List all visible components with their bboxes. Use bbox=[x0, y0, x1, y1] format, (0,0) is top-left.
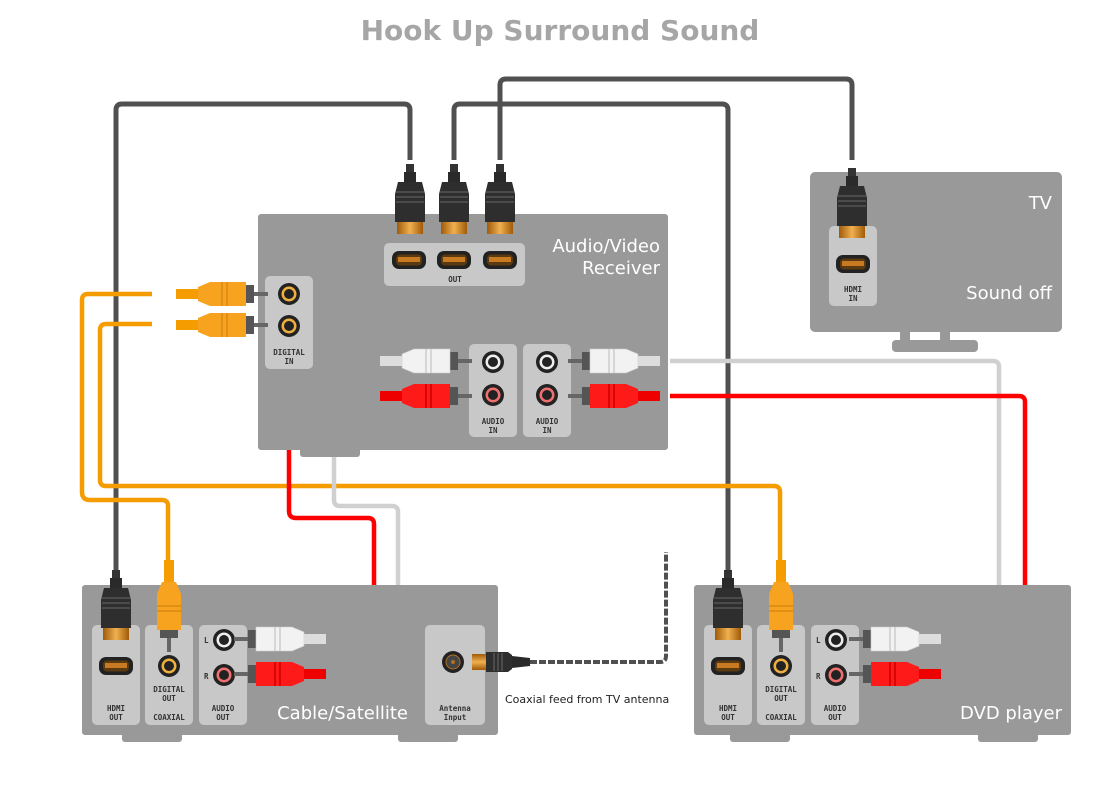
cable-right-label: R bbox=[204, 672, 209, 681]
hdmi-plug-icon bbox=[394, 163, 426, 235]
tv-hdmi-in-label-1: HDMI bbox=[844, 285, 862, 294]
antenna-plug-icon bbox=[472, 652, 530, 672]
tv-hdmi-in-panel: HDMI IN bbox=[829, 226, 877, 306]
coax-cable-dvd-to-receiver bbox=[97, 321, 783, 560]
cable-left-label: L bbox=[204, 636, 209, 645]
diagram-title: Hook Up Surround Sound bbox=[360, 14, 760, 47]
rca-port-red-icon[interactable] bbox=[213, 664, 235, 686]
hdmi-plug-icon bbox=[438, 163, 470, 235]
coaxial-cables bbox=[79, 291, 783, 560]
rca-port-white-icon[interactable] bbox=[213, 629, 235, 651]
antenna-port-icon[interactable] bbox=[442, 651, 464, 673]
tv[interactable]: TV Sound off HDMI IN bbox=[810, 167, 1062, 352]
receiver-hdmi-out-label: OUT bbox=[448, 275, 462, 284]
rca-port-red-icon[interactable] bbox=[536, 384, 558, 406]
receiver-digital-in-label-2: IN bbox=[284, 357, 294, 366]
dvd-player-name: DVD player bbox=[960, 703, 1063, 724]
receiver-audio-in-a-label-1: AUDIO bbox=[482, 417, 505, 426]
hdmi-plug-icon bbox=[712, 569, 744, 641]
rca-port-red-icon[interactable] bbox=[482, 384, 504, 406]
cable-digital-out-label-1: DIGITAL bbox=[153, 685, 185, 694]
dvd-audio-out-label-2: OUT bbox=[828, 713, 842, 722]
hdmi-cable-cable-to-receiver bbox=[113, 101, 413, 575]
receiver-audio-in-b-label-1: AUDIO bbox=[536, 417, 559, 426]
receiver-digital-in-panel: DIGITAL IN bbox=[265, 276, 313, 369]
dvd-left-label: L bbox=[816, 636, 821, 645]
receiver-audio-in-a-label-2: IN bbox=[488, 426, 498, 435]
hdmi-port-icon[interactable] bbox=[392, 251, 426, 269]
rca-port-red-icon[interactable] bbox=[825, 664, 847, 686]
cable-hdmi-out-panel: HDMI OUT bbox=[92, 625, 140, 725]
cable-audio-out-label-2: OUT bbox=[216, 713, 230, 722]
tv-hdmi-in-label-2: IN bbox=[848, 294, 858, 303]
cable-digital-out-panel: DIGITAL OUT COAXIAL bbox=[145, 625, 193, 725]
hdmi-plug-icon bbox=[484, 163, 516, 235]
hdmi-port-icon[interactable] bbox=[483, 251, 517, 269]
receiver-name-line2: Receiver bbox=[582, 258, 660, 279]
cable-audio-out-panel: L R AUDIO OUT bbox=[199, 625, 247, 725]
cable-satellite-box[interactable]: Cable/Satellite HDMI OUT DIGITAL OUT COA… bbox=[82, 559, 530, 742]
rca-plug-orange-icon bbox=[175, 281, 269, 307]
receiver-audio-in-panel-a: AUDIO IN bbox=[469, 344, 517, 437]
receiver-digital-in-label-1: DIGITAL bbox=[273, 348, 305, 357]
coaxial-port-icon[interactable] bbox=[770, 655, 792, 677]
receiver-audio-in-b-label-2: IN bbox=[542, 426, 552, 435]
tv-name: TV bbox=[1028, 193, 1053, 214]
rca-plug-orange-icon bbox=[175, 312, 269, 338]
coaxial-port-icon[interactable] bbox=[278, 315, 300, 337]
cable-audio-out-label-1: AUDIO bbox=[212, 704, 235, 713]
cable-hdmi-out-label-1: HDMI bbox=[107, 704, 125, 713]
dvd-digital-out-label-1: DIGITAL bbox=[765, 685, 797, 694]
rca-port-white-icon[interactable] bbox=[536, 351, 558, 373]
receiver-name-line1: Audio/Video bbox=[552, 236, 660, 257]
rca-port-white-icon[interactable] bbox=[482, 351, 504, 373]
hdmi-port-icon[interactable] bbox=[437, 251, 471, 269]
receiver-hdmi-out-panel: OUT bbox=[384, 243, 525, 286]
receiver-audio-in-panel-b: AUDIO IN bbox=[523, 344, 571, 437]
hdmi-plug-icon bbox=[100, 569, 132, 641]
dvd-hdmi-out-panel: HDMI OUT bbox=[704, 625, 752, 725]
dvd-digital-out-panel: DIGITAL OUT COAXIAL bbox=[757, 625, 805, 725]
dvd-player[interactable]: DVD player HDMI OUT DIGITAL OUT COAXIAL … bbox=[694, 559, 1071, 742]
hdmi-cable-dvd-to-receiver bbox=[451, 101, 731, 575]
cable-antenna-input-panel: Antenna Input bbox=[425, 625, 485, 725]
dvd-audio-out-panel: L R AUDIO OUT bbox=[811, 625, 859, 725]
dvd-audio-out-label-1: AUDIO bbox=[824, 704, 847, 713]
coax-cable-cable-to-receiver bbox=[79, 291, 171, 560]
cable-hdmi-out-label-2: OUT bbox=[109, 713, 123, 722]
antenna-input-label-1: Antenna bbox=[439, 704, 471, 713]
audio-video-receiver[interactable]: Audio/Video Receiver OUT DIGITAL IN A bbox=[175, 163, 668, 457]
antenna-input-label-2: Input bbox=[444, 713, 467, 722]
antenna-feed-annotation: Coaxial feed from TV antenna bbox=[505, 693, 669, 706]
hdmi-port-icon[interactable] bbox=[99, 657, 133, 675]
dvd-hdmi-out-label-1: HDMI bbox=[719, 704, 737, 713]
hdmi-cable-receiver-to-tv bbox=[497, 76, 855, 160]
hdmi-port-icon[interactable] bbox=[711, 657, 745, 675]
dvd-right-label: R bbox=[816, 672, 821, 681]
dvd-coaxial-label: COAXIAL bbox=[765, 713, 797, 722]
cable-coaxial-label: COAXIAL bbox=[153, 713, 185, 722]
cable-digital-out-label-2: OUT bbox=[162, 694, 176, 703]
rca-port-white-icon[interactable] bbox=[825, 629, 847, 651]
hdmi-cables bbox=[113, 76, 855, 575]
hdmi-port-icon[interactable] bbox=[836, 255, 870, 273]
dvd-hdmi-out-label-2: OUT bbox=[721, 713, 735, 722]
antenna-feed-cable bbox=[530, 552, 668, 664]
dvd-digital-out-label-2: OUT bbox=[774, 694, 788, 703]
coaxial-port-icon[interactable] bbox=[158, 655, 180, 677]
coaxial-port-icon[interactable] bbox=[278, 283, 300, 305]
cable-satellite-name: Cable/Satellite bbox=[277, 703, 408, 724]
tv-status: Sound off bbox=[966, 283, 1052, 304]
